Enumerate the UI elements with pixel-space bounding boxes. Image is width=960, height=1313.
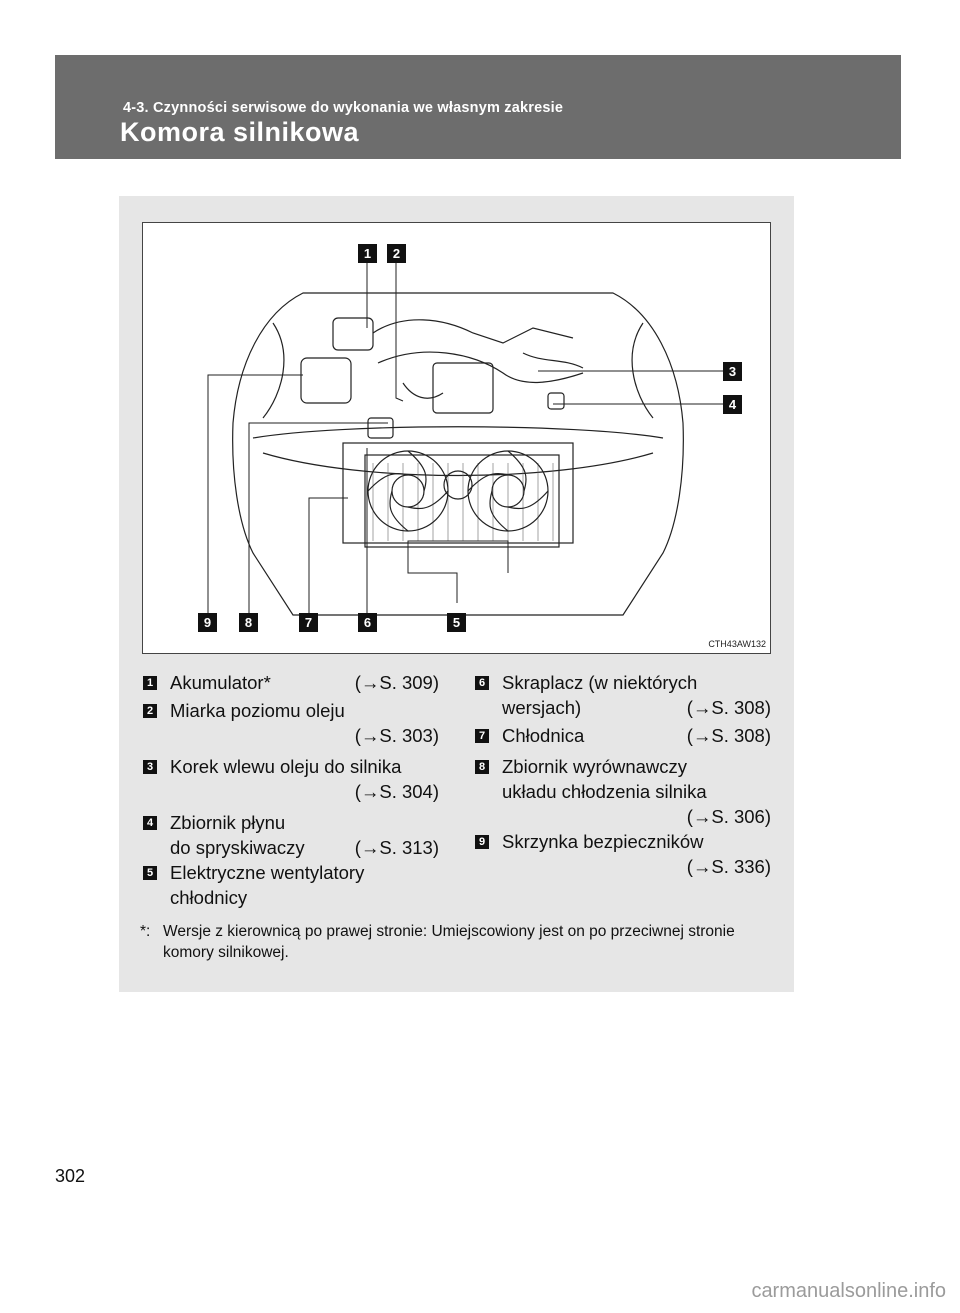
- legend-label: Korek wlewu oleju do silnika: [170, 755, 401, 780]
- callout-3: 3: [723, 362, 742, 381]
- page-reference: (→S. 313): [355, 836, 439, 861]
- callout-4: 4: [723, 395, 742, 414]
- legend-number: 6: [475, 676, 489, 690]
- page-reference: (→S. 308): [687, 696, 771, 721]
- legend-number: 1: [143, 676, 157, 690]
- engine-bay-drawing: [143, 223, 771, 654]
- legend-number: 4: [143, 816, 157, 830]
- legend-label: Zbiornik płynu: [170, 811, 285, 836]
- page-number: 302: [55, 1166, 85, 1187]
- legend-label: Chłodnica: [502, 724, 584, 749]
- figure-code: CTH43AW132: [708, 639, 766, 649]
- callout-6: 6: [358, 613, 377, 632]
- watermark: carmanualsonline.info: [751, 1280, 946, 1303]
- legend-label: Elektryczne wentylatory: [170, 861, 364, 886]
- legend-item-3: 3 Korek wlewu oleju do silnika (→S. 304): [143, 755, 443, 805]
- legend-label-line2: wersjach): [502, 696, 581, 721]
- page-reference: (→S. 304): [355, 780, 439, 805]
- legend-item-9: 9 Skrzynka bezpieczników (→S. 336): [475, 830, 775, 880]
- legend-label: Akumulator*: [170, 671, 271, 696]
- footnote-text: Wersje z kierownicą po prawej stronie: U…: [163, 921, 783, 963]
- legend-number: 5: [143, 866, 157, 880]
- legend-item-4: 4 Zbiornik płynu do spryskiwaczy (→S. 31…: [143, 811, 443, 861]
- legend-item-2: 2 Miarka poziomu oleju (→S. 303): [143, 699, 443, 749]
- page-reference: (→S. 306): [687, 805, 771, 830]
- callout-9: 9: [198, 613, 217, 632]
- legend-number: 7: [475, 729, 489, 743]
- page-reference: (→S. 309): [355, 671, 439, 696]
- legend-label: Skrzynka bezpieczników: [502, 830, 704, 855]
- section-title: 4-3. Czynności serwisowe do wykonania we…: [123, 100, 563, 116]
- legend-label-line2: chłodnicy: [170, 886, 247, 911]
- footnote-mark: *:: [140, 921, 150, 942]
- legend-item-6: 6 Skraplacz (w niektórych wersjach) (→S.…: [475, 671, 775, 721]
- page-title: Komora silnikowa: [120, 117, 359, 148]
- legend-label-line2: układu chłodzenia silnika: [502, 780, 707, 805]
- callout-5: 5: [447, 613, 466, 632]
- legend-label: Miarka poziomu oleju: [170, 699, 345, 724]
- legend-item-8: 8 Zbiornik wyrównawczy układu chłodzenia…: [475, 755, 775, 830]
- legend-number: 2: [143, 704, 157, 718]
- chapter-header: 4-3. Czynności serwisowe do wykonania we…: [55, 55, 901, 159]
- callout-7: 7: [299, 613, 318, 632]
- page-reference: (→S. 336): [687, 855, 771, 880]
- legend-label-line2: do spryskiwaczy: [170, 836, 305, 861]
- callout-2: 2: [387, 244, 406, 263]
- page-reference: (→S. 303): [355, 724, 439, 749]
- legend-number: 3: [143, 760, 157, 774]
- engine-bay-illustration: 1 2 3 4 5 6 7 8 9 CTH43AW132: [142, 222, 771, 654]
- legend-item-1: 1 Akumulator* (→S. 309): [143, 671, 443, 696]
- legend-label: Skraplacz (w niektórych: [502, 671, 697, 696]
- page-reference: (→S. 308): [687, 724, 771, 749]
- callout-8: 8: [239, 613, 258, 632]
- legend-label: Zbiornik wyrównawczy: [502, 755, 687, 780]
- legend-item-7: 7 Chłodnica (→S. 308): [475, 724, 775, 749]
- callout-1: 1: [358, 244, 377, 263]
- legend-number: 8: [475, 760, 489, 774]
- legend-number: 9: [475, 835, 489, 849]
- legend-item-5: 5 Elektryczne wentylatory chłodnicy: [143, 861, 443, 911]
